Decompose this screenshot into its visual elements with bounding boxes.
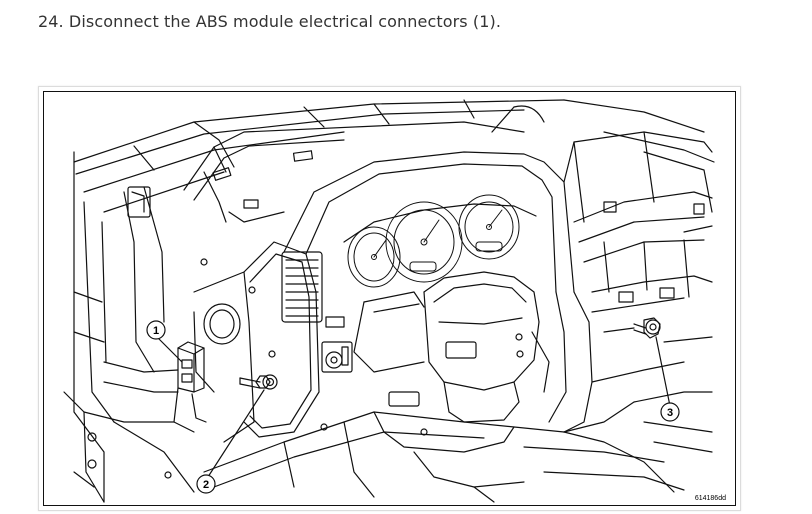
figure-frame: 1 2 3 614186dd <box>38 86 741 511</box>
bolt-right <box>633 317 661 339</box>
instrument-panel-drawing: 1 2 3 614186dd <box>63 99 726 503</box>
left-body-structure <box>63 151 195 503</box>
dash-top <box>183 121 525 223</box>
floor-pan <box>164 391 713 503</box>
svg-text:1: 1 <box>153 325 159 337</box>
cowl-lines <box>73 99 715 213</box>
step-instruction: 24. Disconnect the ABS module electrical… <box>38 12 502 31</box>
center-bezel <box>193 241 353 443</box>
steering-column <box>353 271 550 423</box>
abs-module-connectors <box>83 341 207 433</box>
figure-code: 614186dd <box>695 495 726 502</box>
leader-lines <box>155 335 671 481</box>
gauges <box>347 194 520 288</box>
line-drawing-figure: 1 2 3 614186dd <box>43 91 736 506</box>
svg-text:2: 2 <box>203 479 209 491</box>
callout-3: 3 <box>660 402 680 422</box>
bolt-left <box>239 374 278 390</box>
svg-text:3: 3 <box>667 407 673 419</box>
callout-2: 2 <box>196 474 216 494</box>
callout-1: 1 <box>146 320 166 340</box>
right-dash <box>563 131 713 433</box>
